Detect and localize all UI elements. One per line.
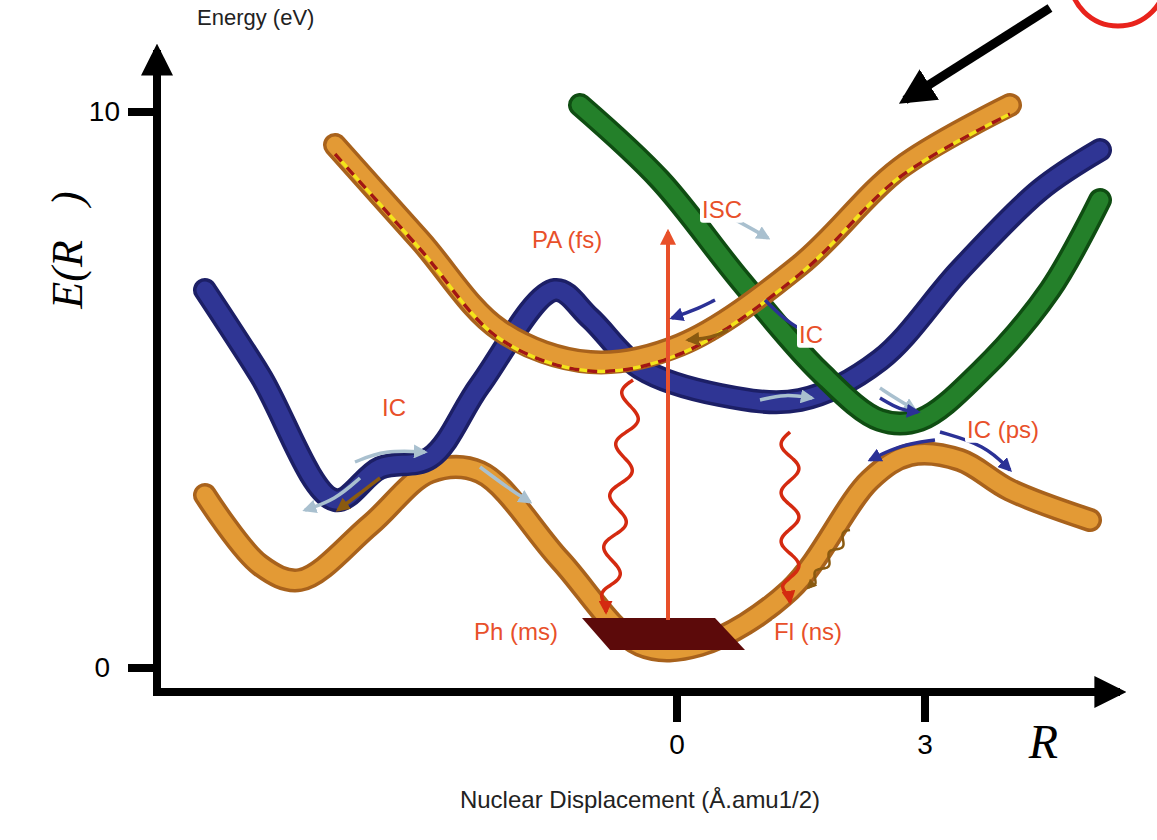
transition-arrows (305, 208, 1010, 620)
highlight-line (335, 114, 1010, 371)
process-label: Fl (ns) (772, 619, 844, 645)
tick (673, 692, 681, 722)
axis-title: Energy (eV) (195, 6, 316, 30)
green-excited-surface (580, 105, 1100, 424)
transition-arrow (880, 398, 918, 412)
process-label: IC (380, 395, 408, 421)
population-block (582, 618, 745, 650)
axis-symbol: E(R⃗) (44, 189, 92, 310)
orange-excited-surface (335, 105, 1010, 362)
transition-arrow (672, 300, 715, 318)
axis-symbol: R⃗ (1027, 716, 1098, 769)
transition-arrow (480, 467, 530, 502)
fluorescence-arrow (781, 432, 799, 602)
surface-band (205, 454, 1090, 651)
relaxation-arrow (808, 530, 850, 588)
process-label: PA (fs) (530, 227, 604, 253)
callout-circle (1070, 0, 1157, 26)
surface-edge (335, 105, 1010, 362)
tick-label: 10 (87, 97, 122, 128)
transition-arrow (760, 396, 812, 400)
surface-edge (580, 105, 1100, 424)
surface-band (335, 105, 1010, 362)
transition-arrow (355, 451, 425, 462)
transition-arrow (338, 478, 380, 510)
tick-label: 0 (92, 653, 112, 684)
transition-arrow (870, 440, 935, 460)
tick-label: 0 (667, 730, 687, 761)
tick (128, 108, 157, 116)
process-label: ISC (700, 197, 744, 223)
y-axis (153, 50, 161, 695)
transition-arrow (305, 478, 360, 510)
surface-band (580, 105, 1100, 424)
x-axis (153, 688, 1120, 696)
phosphorescence-arrow (602, 380, 639, 612)
surface-edge (205, 454, 1090, 651)
transition-arrow (688, 330, 728, 340)
tick (128, 664, 157, 672)
process-label: IC (ps) (965, 417, 1041, 443)
blue-excited-surface (205, 150, 1100, 500)
potential-surfaces (205, 105, 1100, 650)
tick-label: 3 (915, 730, 935, 761)
ground-state-surface (205, 454, 1090, 651)
axis-title: Nuclear Displacement (Å.amu1/2) (458, 787, 822, 813)
process-label: Ph (ms) (472, 619, 560, 645)
highlight-dash (335, 114, 1010, 371)
tick (921, 692, 929, 722)
callout-arrow (905, 8, 1050, 100)
surface-edge (205, 150, 1100, 500)
absorption-arrow (666, 232, 670, 620)
process-label: IC (797, 322, 825, 348)
axes (128, 50, 1120, 722)
surface-band (205, 150, 1100, 500)
